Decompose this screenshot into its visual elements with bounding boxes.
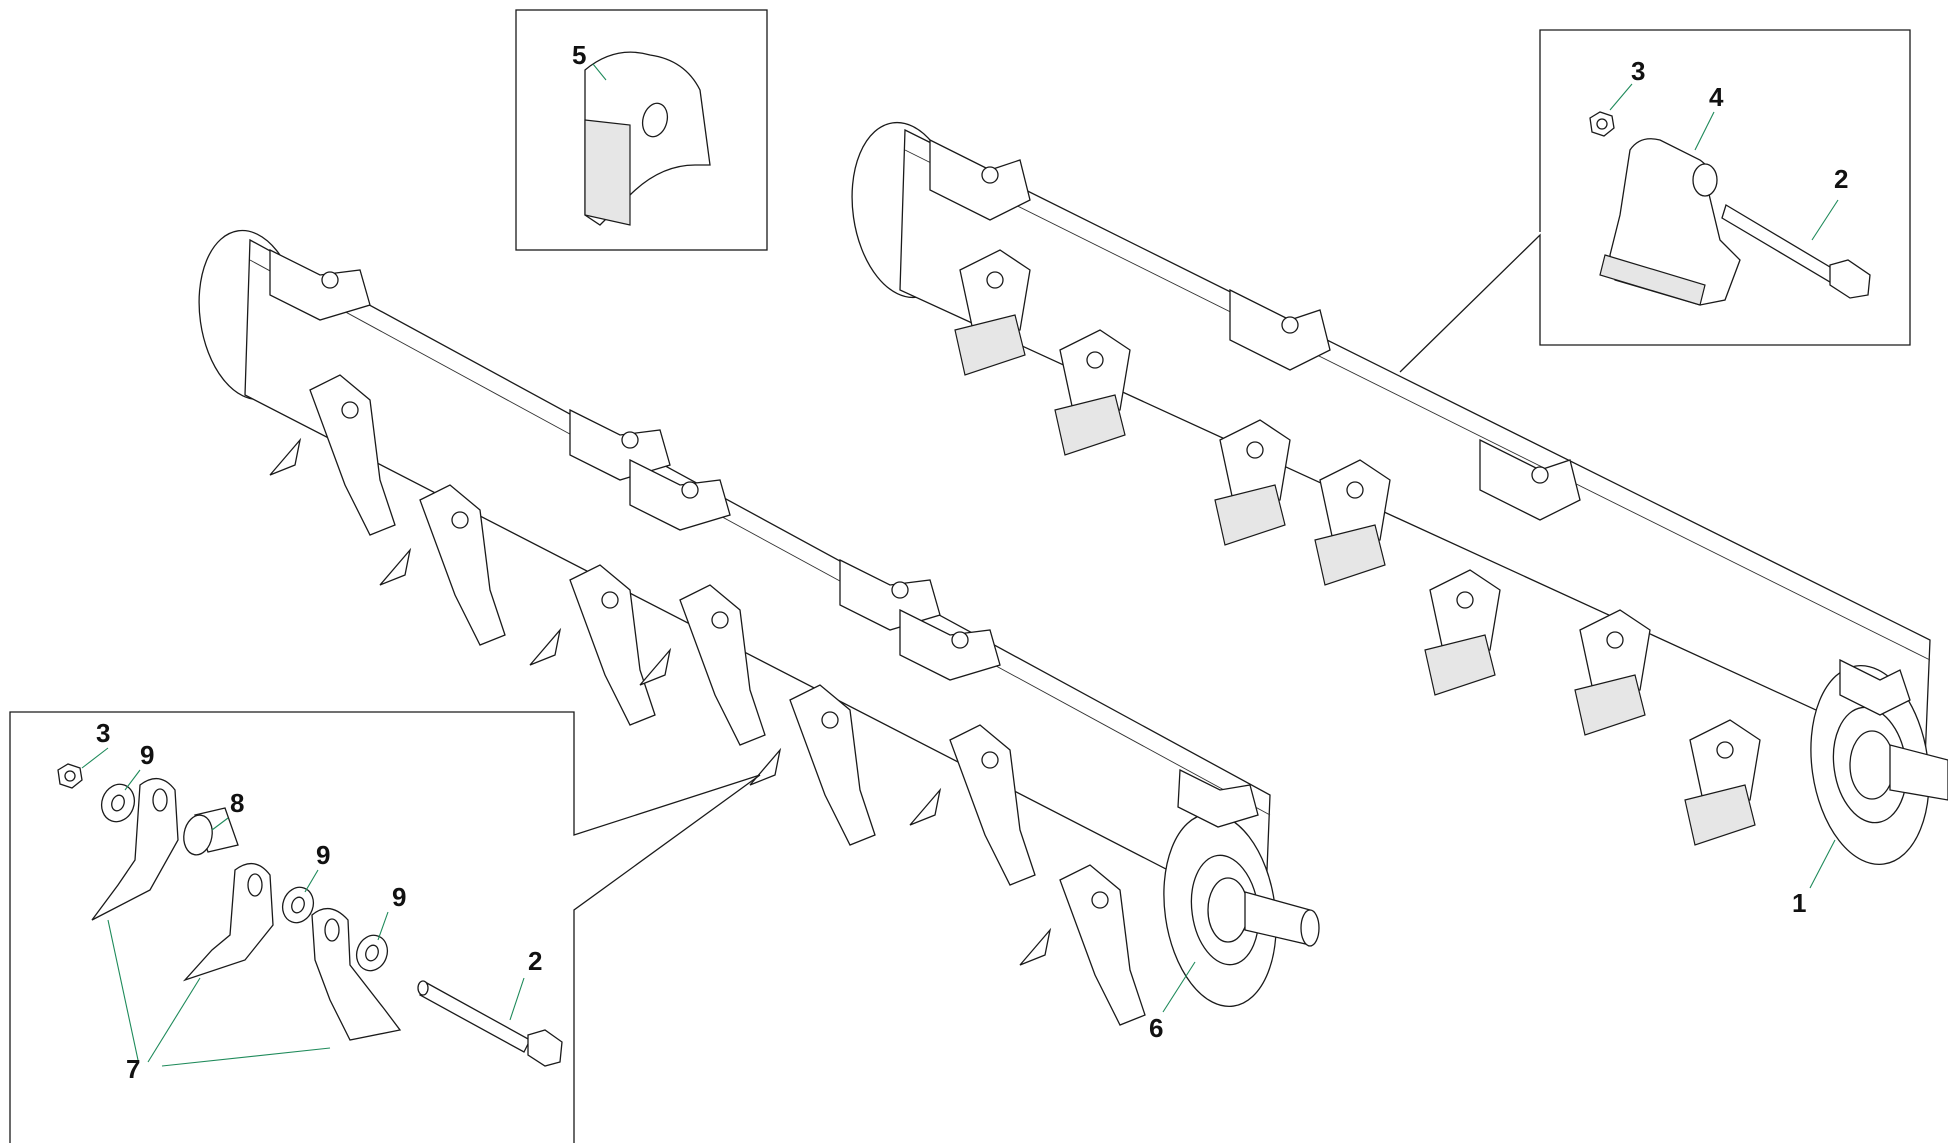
rear-rotor-hammers [929, 138, 1911, 846]
callout-9-b: 9 [316, 840, 330, 870]
front-rotor-blades [269, 248, 1259, 1026]
front-rotor-shaft [198, 229, 1320, 1008]
callout-3-top: 3 [1631, 56, 1645, 86]
callout-3-bottom: 3 [96, 718, 110, 748]
main-callout-leaders [1162, 839, 1836, 1013]
callout-7: 7 [126, 1054, 140, 1084]
callout-2-top: 2 [1834, 164, 1848, 194]
callout-labels: 5 3 4 2 1 6 3 9 8 9 9 2 7 [96, 40, 1848, 1084]
callout-5: 5 [572, 40, 586, 70]
callout-9-a: 9 [140, 740, 154, 770]
detail-box-blade-assembly [9, 711, 761, 1143]
callout-2-bottom: 2 [528, 946, 542, 976]
callout-8: 8 [230, 788, 244, 818]
callout-6: 6 [1149, 1013, 1163, 1043]
detail-box-hammer-insert [515, 9, 768, 251]
callout-4: 4 [1709, 82, 1724, 112]
detail-box-hammer-assembly [1399, 29, 1911, 373]
rear-rotor-shaft [851, 121, 1948, 866]
callout-1: 1 [1792, 888, 1806, 918]
callout-9-c: 9 [392, 882, 406, 912]
